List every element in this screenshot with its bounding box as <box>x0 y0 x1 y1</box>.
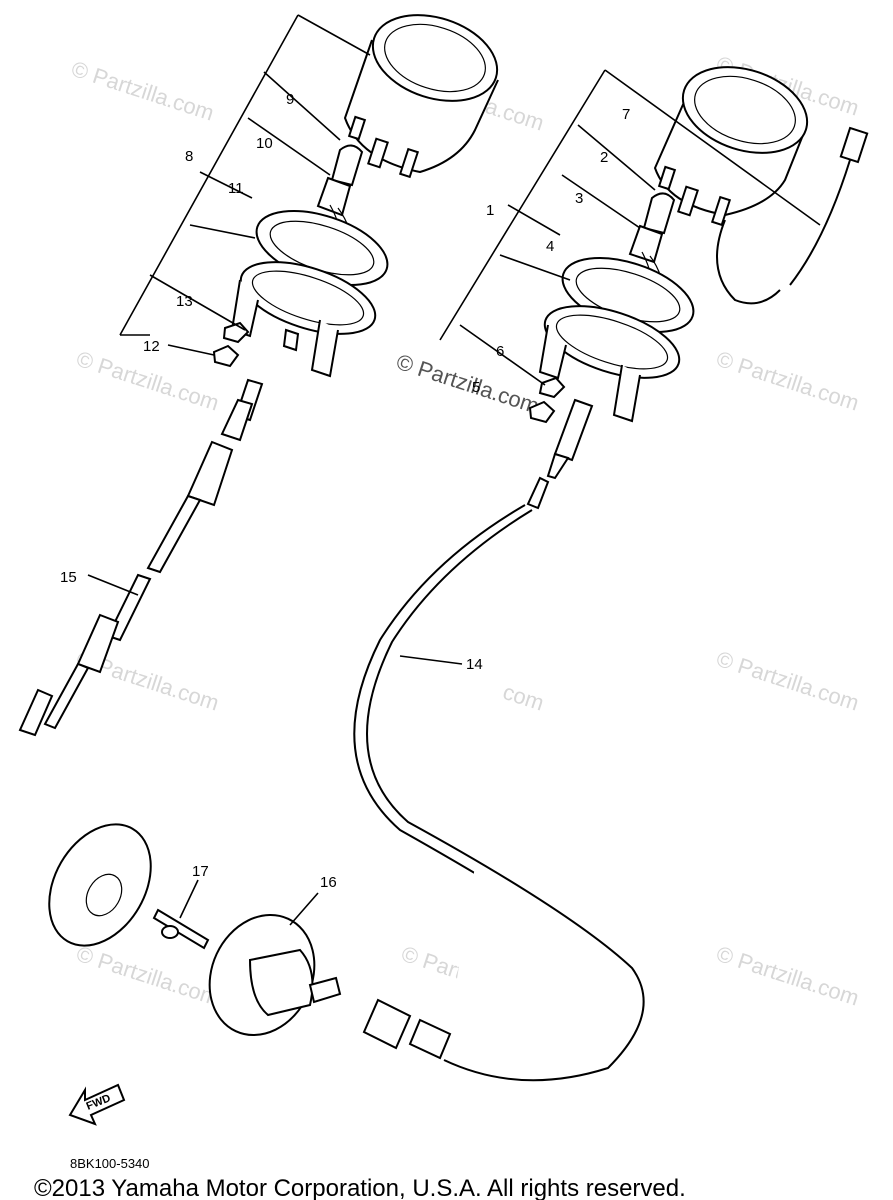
callout-6: 6 <box>496 343 504 360</box>
left-meter-assembly <box>119 14 499 378</box>
forward-arrow-icon: FWD <box>68 1083 126 1126</box>
callout-labels: 1 2 3 4 5 6 7 8 9 10 11 12 13 14 15 16 1… <box>60 91 630 891</box>
watermark: © Partzilla.com <box>713 346 862 416</box>
watermark: © Partzilla.com <box>68 56 217 126</box>
main-cable <box>353 476 645 1082</box>
callout-17: 17 <box>192 863 209 880</box>
callout-7: 7 <box>622 106 630 123</box>
left-cable <box>18 378 264 737</box>
watermark: © Partzilla.com <box>73 346 222 416</box>
watermark: © Partzilla.com <box>73 941 222 1011</box>
figure-code: 8BK100-5340 <box>70 1156 150 1171</box>
callout-2: 2 <box>600 149 608 166</box>
callout-4: 4 <box>546 238 554 255</box>
callout-13: 13 <box>176 293 193 310</box>
callout-10: 10 <box>256 135 273 152</box>
watermark: © Partzilla.com <box>713 941 862 1011</box>
callout-12: 12 <box>143 338 160 355</box>
drive-assembly <box>48 823 342 1037</box>
callout-5: 5 <box>472 379 480 396</box>
copyright-notice: ©2013 Yamaha Motor Corporation, U.S.A. A… <box>34 1175 686 1200</box>
watermark: © Partzilla.com <box>713 646 862 716</box>
callout-1: 1 <box>486 202 494 219</box>
right-meter-assembly <box>439 66 869 480</box>
callout-15: 15 <box>60 569 77 586</box>
callout-11: 11 <box>228 180 244 197</box>
watermark-overlay: © Partzilla.com <box>393 349 542 419</box>
callout-9: 9 <box>286 91 294 108</box>
callout-14: 14 <box>466 656 483 673</box>
callout-8: 8 <box>185 148 193 165</box>
callout-16: 16 <box>320 874 337 891</box>
callout-3: 3 <box>575 190 583 207</box>
